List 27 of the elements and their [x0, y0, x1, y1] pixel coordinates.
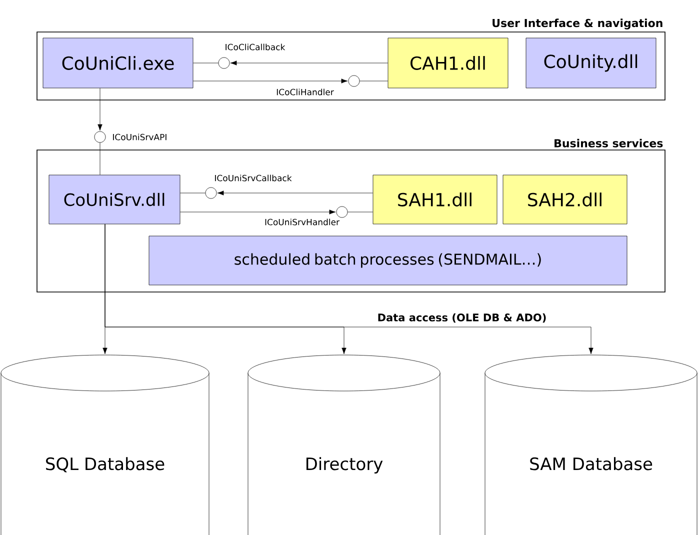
connector-line [193, 62, 218, 64]
database-cylinder: SAM Database [484, 354, 698, 535]
arrow [104, 224, 594, 354]
arrow [98, 88, 102, 131]
arrow [180, 210, 336, 214]
arrow [217, 190, 373, 196]
interface-label: ICoCliHandler [276, 88, 334, 96]
component-box: CAH1.dll [388, 38, 508, 88]
database-cylinder: SQL Database [0, 354, 210, 535]
node-label: User Interface & navigation [492, 18, 662, 30]
arrow [193, 78, 348, 84]
database-cylinder: Directory [248, 354, 440, 535]
component-box: SAH2.dll [502, 174, 628, 224]
connector-line [360, 80, 388, 82]
component-box: scheduled batch processes (SENDMAIL…) [148, 236, 628, 286]
component-box: CoUniCli.exe [42, 38, 194, 88]
interface-label: ICoUniSrvHandler [265, 218, 340, 226]
component-box: SAH1.dll [372, 174, 498, 224]
interface-label: ICoUniSrvAPI [113, 134, 166, 140]
layer-heading: Data access (OLE DB & ADO) [378, 313, 546, 323]
component-box: CoUnity.dll [526, 38, 656, 88]
arrow [230, 60, 388, 66]
node-label: Business services [554, 138, 663, 148]
interface-label: ICoUniSrvCallback [215, 174, 292, 182]
component-box: CoUniSrv.dll [48, 174, 180, 224]
interface-label: ICoCliCallback [226, 44, 286, 50]
connector-line [180, 192, 206, 194]
